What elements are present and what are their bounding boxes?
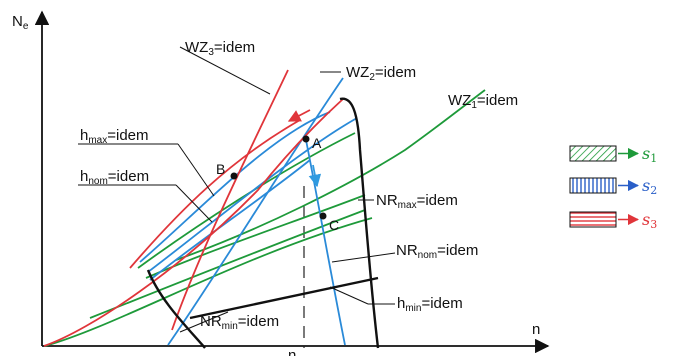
legend-swatch-s1 [569,145,617,162]
leader-lines [78,46,396,333]
legend-label-s2: s2 [642,176,657,197]
point-b-marker [230,172,238,180]
nrnom-leader [331,252,396,263]
legend-item-s3: s3 [569,210,657,231]
nr-nom-line [189,276,379,320]
legend-item-s2: s2 [569,176,657,197]
label-nrnom: NRnom=idem [396,242,478,261]
legend-label-s1: s1 [642,144,657,165]
label-wz3: WZ3=idem [185,39,255,58]
boundary-curves [146,97,380,349]
nr-min-curve [146,269,206,349]
point-a-label: A [312,135,322,151]
legend-label-s3: s3 [642,210,657,231]
label-wz2: WZ2=idem [346,64,416,83]
legend-swatch-s2 [569,177,617,194]
nr-max-curve [339,97,380,349]
green-curves [44,89,486,347]
label-hmax: hmax=idem [80,127,149,146]
legend-item-s1: s1 [569,144,657,165]
green-curve-low [89,209,366,319]
blue-curve-wz2 [167,77,344,346]
operating-points: A B C [216,135,339,233]
hnom-leader-diag [175,184,213,223]
label-wz1: WZ1=idem [448,92,518,111]
point-c-marker [319,212,327,220]
blue-direction-arrow [308,164,322,188]
wz3-leader [179,46,271,95]
red-curve-bottom [43,98,344,347]
green-curve-mid [145,194,366,279]
y-axis-label: Ne [12,13,29,32]
green-curve-upper [137,132,356,269]
label-hmin: hmin=idem [397,295,463,314]
hmin-leader-diag [329,286,369,305]
blue-curve-upper [139,111,331,263]
legend-swatch-s3 [569,211,617,228]
point-b-label: B [216,161,225,177]
x-axis-label: n [532,321,540,338]
label-nrmin: NRmin=idem [200,313,279,332]
label-nrmax: NRmax=idem [376,192,458,211]
point-a-marker [302,135,310,143]
red-direction-arrow [287,109,311,122]
red-curve-wz3 [171,69,289,331]
hmax-leader-diag [177,143,215,197]
legend: s1 s2 s3 [569,144,657,231]
blue-curves [139,77,358,346]
nrmin-leader [179,311,229,333]
blue-curve-low [149,159,311,281]
label-hnom: hnom=idem [80,168,149,187]
blue-curve-descent [304,134,346,346]
blue-curve-mid [147,117,358,273]
n-econ-label: necon [288,347,318,356]
point-c-label: C [329,217,339,233]
